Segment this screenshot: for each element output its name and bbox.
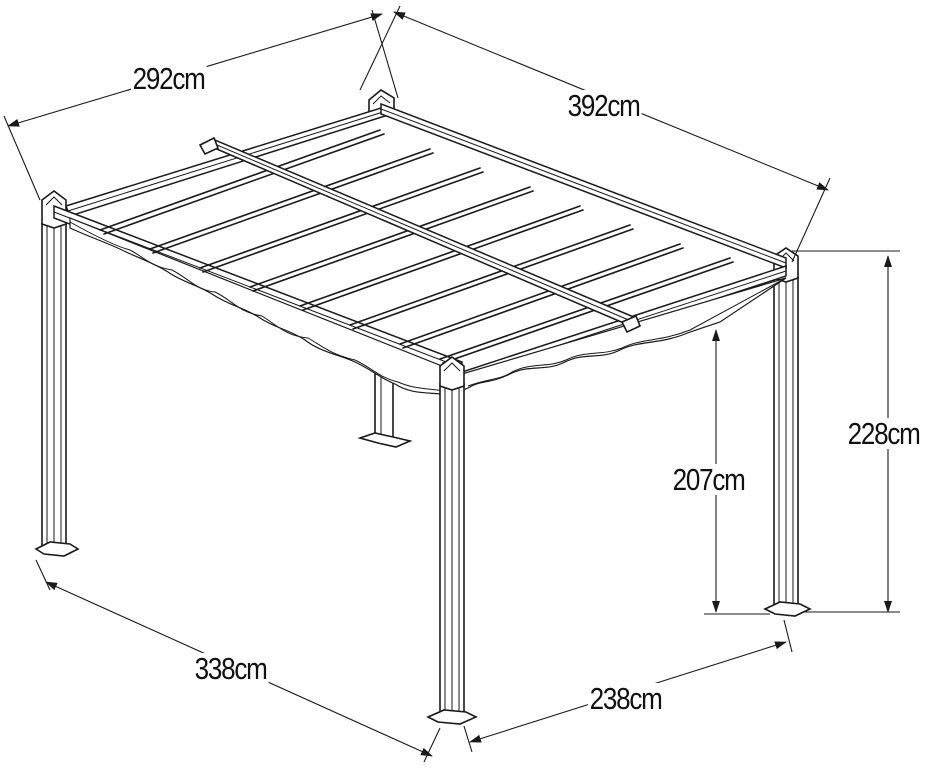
dimension-label-total-height: 228cm <box>846 416 922 451</box>
dimension-label-top-width: 392cm <box>566 88 642 123</box>
front-post <box>426 356 478 725</box>
dimension-label-base-depth: 238cm <box>588 681 664 716</box>
dimension-label-top-depth: 292cm <box>131 61 207 96</box>
center-rail <box>198 136 642 334</box>
dimension-label-base-width: 338cm <box>193 651 269 686</box>
dimension-label-clear-height: 207cm <box>671 462 747 497</box>
right-post <box>763 247 812 617</box>
left-post <box>34 190 80 557</box>
roof-frame <box>53 102 787 384</box>
canopy <box>69 217 787 396</box>
back-post <box>357 367 413 448</box>
